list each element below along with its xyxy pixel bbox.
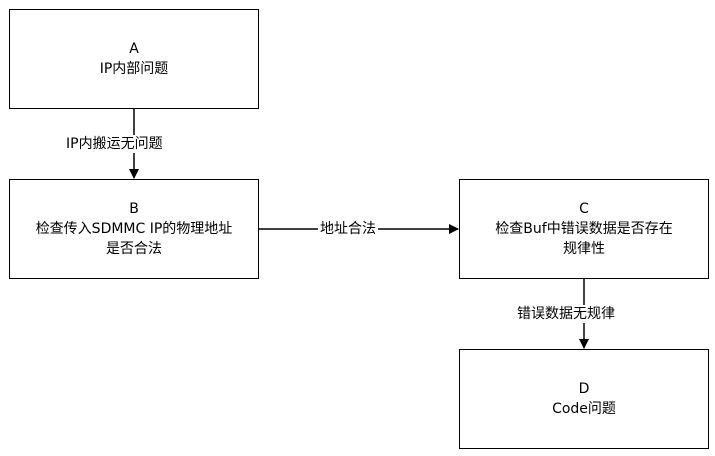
node-c-line1: 检查Buf中错误数据是否存在 [495,221,673,237]
node-d: D Code问题 [459,349,709,449]
node-c: C 检查Buf中错误数据是否存在 规律性 [459,179,709,279]
node-c-line2: 规律性 [563,241,605,257]
node-b-id: B [129,201,139,217]
node-b-line1: 检查传入SDMMC IP的物理地址 [35,221,233,237]
node-d-text: Code问题 [552,401,616,417]
edge-label-b-to-c: 地址合法 [318,220,378,238]
node-b: B 检查传入SDMMC IP的物理地址 是否合法 [9,179,259,279]
node-b-line2: 是否合法 [106,241,162,257]
edge-label-c-to-d: 错误数据无规律 [515,305,617,323]
node-a-id: A [129,41,139,57]
node-d-id: D [578,381,590,397]
node-a-text: IP内部问题 [99,61,169,77]
node-c-id: C [579,201,589,217]
node-a: A IP内部问题 [9,9,259,109]
edge-label-a-to-b: IP内搬运无问题 [64,135,165,153]
